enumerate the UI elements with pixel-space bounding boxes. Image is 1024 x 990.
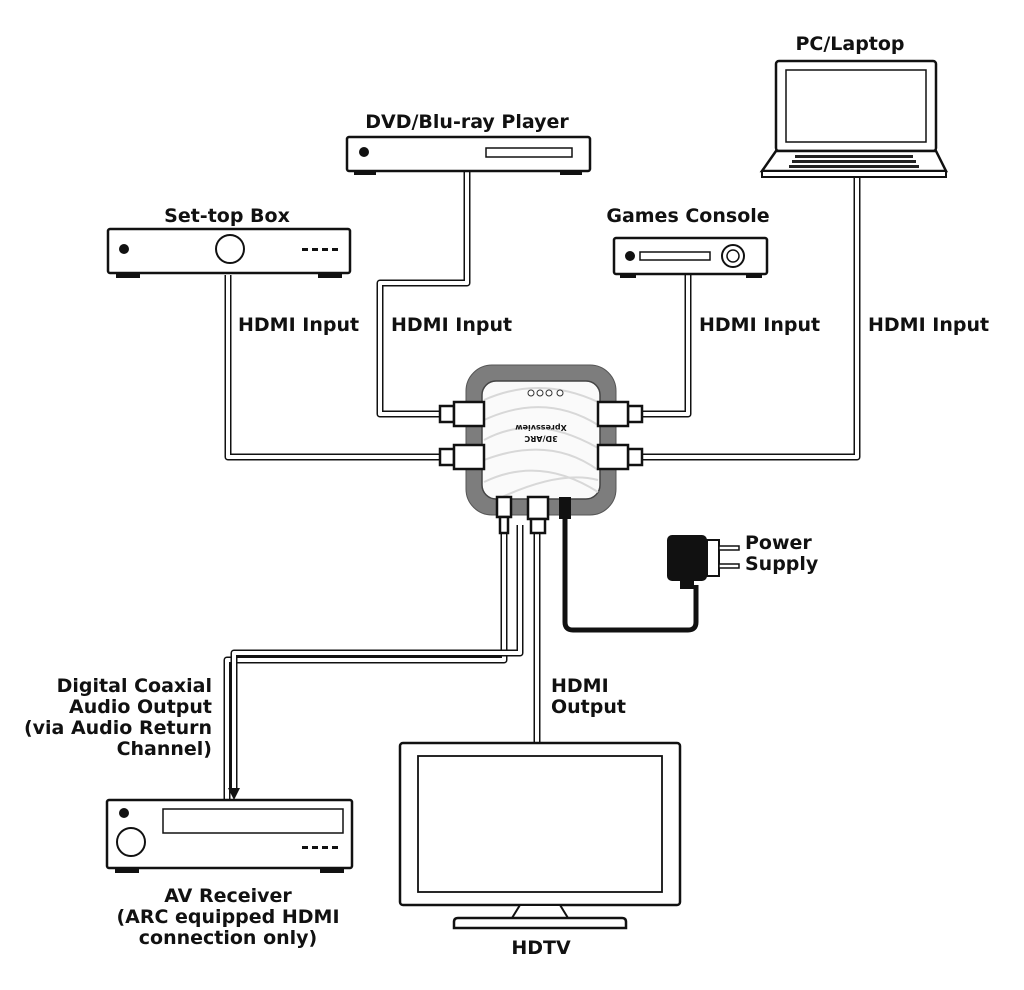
power-supply-device: Power Supply xyxy=(667,532,819,589)
cable-dvd-player xyxy=(376,172,471,418)
av-receiver-label-line2: (ARC equipped HDMI xyxy=(116,906,339,928)
arrow-head-icon xyxy=(228,788,240,800)
hdmi-input-label-2: HDMI Input xyxy=(391,314,512,336)
cable-set-top-box xyxy=(224,275,445,461)
switcher-brand: Xpressview xyxy=(515,423,567,432)
dvd-player-label: DVD/Blu-ray Player xyxy=(365,111,569,133)
av-receiver-device: AV Receiver (ARC equipped HDMI connectio… xyxy=(105,798,354,949)
hdtv-label: HDTV xyxy=(511,937,571,959)
av-receiver-label-line1: AV Receiver xyxy=(164,885,292,907)
set-top-box-label: Set-top Box xyxy=(164,205,290,227)
set-top-box-device: Set-top Box xyxy=(106,205,352,278)
pc-laptop-label: PC/Laptop xyxy=(795,33,904,55)
pc-laptop-device: PC/Laptop xyxy=(759,33,949,178)
hdmi-output-label-line1: HDMI xyxy=(551,675,609,697)
hdmi-input-label-1: HDMI Input xyxy=(238,314,359,336)
hdtv-device: HDTV xyxy=(398,741,682,959)
cable-power xyxy=(562,515,699,633)
dvd-player-device: DVD/Blu-ray Player xyxy=(345,111,592,175)
games-console-device: Games Console xyxy=(606,205,770,278)
hdmi-output-label-line2: Output xyxy=(551,696,626,718)
power-supply-label-line2: Supply xyxy=(745,553,819,575)
cable-pc-laptop xyxy=(628,178,861,461)
switcher-model: 3D/ARC xyxy=(524,434,557,443)
av-receiver-label-line3: connection only) xyxy=(139,927,317,949)
cable-digital-coaxial xyxy=(223,525,524,800)
cable-games-console xyxy=(628,275,692,418)
digital-audio-label-line3: (via Audio Return xyxy=(24,717,212,739)
power-supply-label-line1: Power xyxy=(745,532,812,554)
games-console-label: Games Console xyxy=(606,205,769,227)
digital-audio-label-line1: Digital Coaxial xyxy=(57,675,212,697)
switcher-device: 3D/ARC Xpressview xyxy=(438,364,644,535)
digital-audio-label-line4: Channel) xyxy=(117,738,212,760)
hdmi-input-label-4: HDMI Input xyxy=(868,314,989,336)
digital-audio-label-line2: Audio Output xyxy=(69,696,212,718)
hdmi-input-label-3: HDMI Input xyxy=(699,314,820,336)
